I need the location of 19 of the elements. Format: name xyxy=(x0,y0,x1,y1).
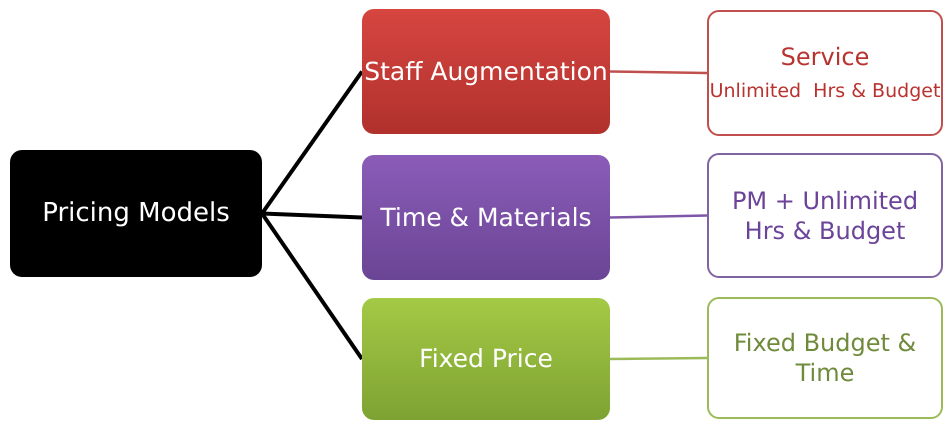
node-label: Fixed Price xyxy=(419,343,553,375)
detail-box xyxy=(707,297,943,419)
category-box xyxy=(362,298,610,420)
detail-box xyxy=(707,10,943,136)
node-label: PM + Unlimited Hrs & Budget xyxy=(730,186,920,246)
node-label: Staff Augmentation xyxy=(364,56,608,88)
connector-line xyxy=(610,70,708,74)
node-label: Time & Materials xyxy=(380,202,592,234)
detail-box xyxy=(707,153,943,278)
connector-line xyxy=(610,356,708,360)
root-box xyxy=(10,150,262,277)
node-description: Unlimited Hrs & Budget xyxy=(710,80,940,104)
connector-line xyxy=(610,214,708,219)
node-label: Service xyxy=(780,42,870,72)
category-box xyxy=(362,155,610,280)
connector-line xyxy=(262,212,362,220)
category-box xyxy=(362,9,610,134)
node-label: Fixed Budget & Time xyxy=(732,328,918,388)
node-label: Pricing Models xyxy=(42,197,230,230)
